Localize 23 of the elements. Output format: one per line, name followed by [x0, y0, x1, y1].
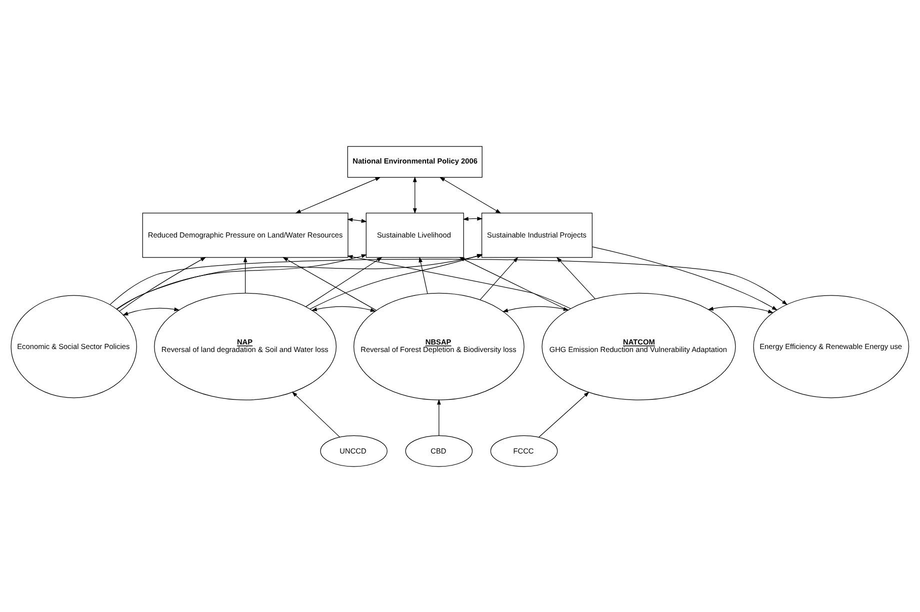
arrow [412, 176, 417, 214]
arrow [119, 256, 206, 312]
arrow [295, 176, 381, 213]
arrow [116, 254, 483, 309]
arrow [538, 391, 590, 438]
arrow [502, 306, 570, 312]
arrow [556, 256, 596, 299]
arrow [110, 258, 788, 305]
arrow [592, 246, 778, 310]
arrow [282, 256, 377, 310]
arrow [116, 254, 367, 310]
arrow [462, 216, 483, 220]
arrow [708, 306, 774, 313]
arrow [310, 254, 483, 309]
arrow [480, 256, 518, 300]
arrow [418, 256, 428, 294]
arrow [437, 398, 441, 436]
arrow [243, 256, 248, 293]
arrow [122, 306, 180, 315]
arrow [439, 176, 502, 213]
arrow [347, 217, 367, 222]
arrow [292, 391, 340, 437]
arrow [311, 306, 376, 312]
